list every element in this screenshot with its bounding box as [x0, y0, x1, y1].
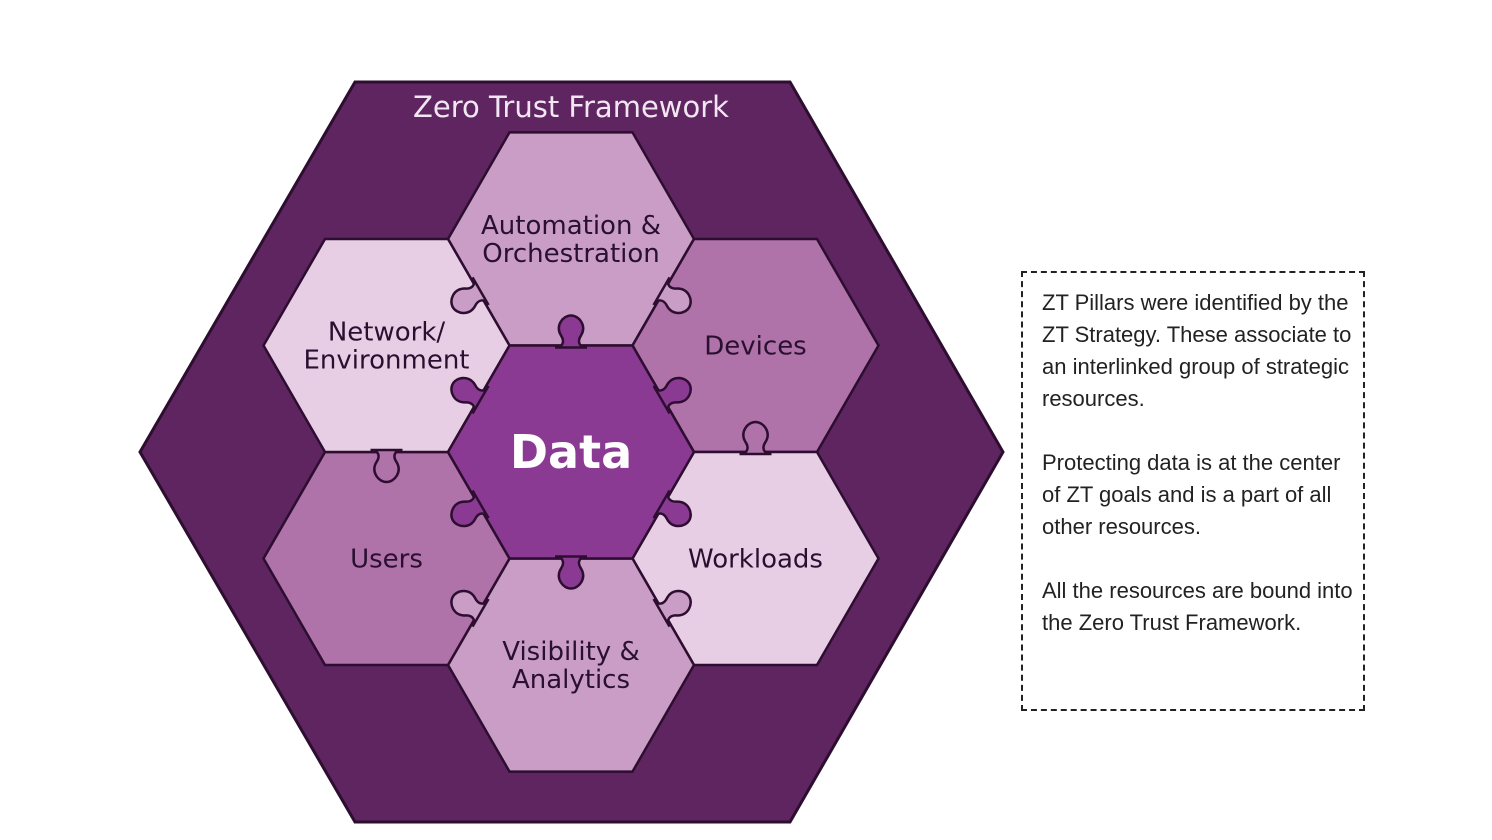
pillar-label: Devices — [704, 332, 806, 362]
note-paragraph-1: ZT Pillars were identified by the ZT Str… — [1042, 290, 1352, 411]
knob-shape — [450, 276, 490, 315]
knob-shape — [652, 489, 692, 528]
seam-knob — [652, 276, 692, 315]
note-paragraph-3: All the resources are bound into the Zer… — [1042, 578, 1353, 635]
knob-shape — [652, 276, 692, 315]
center-label: Data — [510, 425, 632, 479]
center-knob — [450, 376, 490, 415]
center-pillar-data: Data — [446, 314, 696, 590]
knob-shape — [652, 589, 692, 628]
pillar-label: Visibility & — [502, 637, 640, 667]
seam-knob — [652, 589, 692, 628]
pillar-visibility: Visibility &Analytics — [446, 557, 696, 773]
note-paragraph-2: Protecting data is at the center of ZT g… — [1042, 450, 1341, 539]
center-knob — [652, 376, 692, 415]
knob-shape — [450, 589, 490, 628]
center-knob — [554, 314, 588, 349]
knob-shape — [739, 420, 772, 456]
pillar-label: Users — [350, 545, 423, 575]
knob-shape — [450, 376, 490, 415]
center-knob — [450, 489, 490, 528]
pillar-label: Automation & — [481, 211, 661, 241]
seam-knob — [450, 589, 490, 628]
pillar-label: Environment — [303, 346, 469, 376]
center-hexagon — [446, 344, 696, 560]
knob-shape — [450, 489, 490, 528]
pillar-label: Orchestration — [482, 239, 660, 269]
knob-shape — [370, 448, 403, 484]
knob-shape — [652, 376, 692, 415]
pillar-label: Network/ — [328, 318, 446, 348]
knob-shape — [554, 555, 588, 590]
center-knob — [554, 555, 588, 590]
devices-workloads-knob — [739, 420, 772, 456]
seam-knob — [450, 276, 490, 315]
pillar-users: Users — [262, 450, 511, 667]
framework-title: Zero Trust Framework — [413, 90, 729, 124]
pillar-workloads: Workloads — [631, 450, 880, 667]
pillar-group: Automation &OrchestrationDevicesWorkload… — [262, 131, 880, 773]
network-users-knob — [370, 448, 403, 484]
center-knob — [652, 489, 692, 528]
pillar-label: Analytics — [512, 665, 630, 695]
knob-shape — [554, 314, 588, 349]
description-note: ZT Pillars were identified by the ZT Str… — [1021, 271, 1365, 711]
pillar-label: Workloads — [688, 545, 823, 575]
pillar-network: Network/Environment — [262, 237, 511, 454]
pillar-automation: Automation &Orchestration — [446, 131, 696, 347]
